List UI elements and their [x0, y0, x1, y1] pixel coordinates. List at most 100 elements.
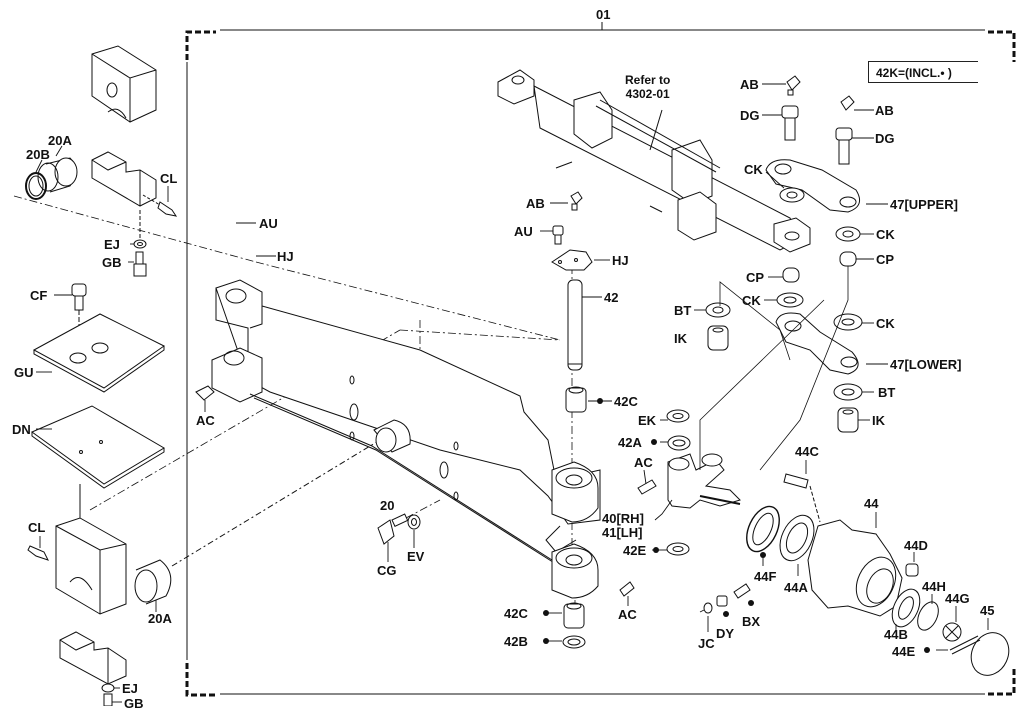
axle-beam: [211, 279, 601, 599]
label-20A-bottom[interactable]: 20A: [148, 611, 172, 626]
label-42C-top[interactable]: 42C: [614, 394, 638, 409]
label-CK-1[interactable]: CK: [744, 162, 763, 177]
label-JC[interactable]: JC: [698, 636, 715, 651]
label-GB-top[interactable]: GB: [102, 255, 122, 270]
label-CK-4[interactable]: CK: [876, 316, 895, 331]
label-AB-r2[interactable]: AB: [875, 103, 894, 118]
label-CL-top[interactable]: CL: [160, 171, 178, 186]
label-BT-1[interactable]: BT: [674, 303, 692, 318]
nut-IK-2: [837, 407, 859, 433]
reference-line-2[interactable]: 4302-01: [625, 87, 670, 101]
kit-bullet-44E[interactable]: [924, 647, 930, 653]
bolt-GB-bottom: [103, 693, 113, 706]
washer-EV: [407, 514, 421, 530]
label-20B[interactable]: 20B: [26, 147, 50, 162]
label-IK-1[interactable]: IK: [674, 331, 687, 346]
arm-phantom-lines: [699, 266, 849, 471]
label-EJ-bottom[interactable]: EJ: [122, 681, 138, 696]
label-45[interactable]: 45: [980, 603, 995, 618]
kit-bullet-42C-top[interactable]: [597, 398, 603, 404]
kit-bullet-DY[interactable]: [723, 611, 729, 617]
kit-bullet-BX[interactable]: [748, 600, 754, 606]
label-40-RH[interactable]: 40[RH]: [602, 511, 644, 526]
label-42[interactable]: 42: [604, 290, 619, 305]
label-44D[interactable]: 44D: [904, 538, 928, 553]
kit-bullet-42C-bottom[interactable]: [543, 610, 549, 616]
label-CP-1[interactable]: CP: [746, 270, 765, 285]
label-HJ-mid[interactable]: HJ: [612, 253, 629, 268]
kit-bullets[interactable]: [543, 398, 930, 653]
leader-lines: [35, 83, 989, 703]
label-CL-bottom[interactable]: CL: [28, 520, 46, 535]
label-HJ-left[interactable]: HJ: [277, 249, 294, 264]
mount-block-upper: [91, 45, 157, 123]
bolt-GB-top: [133, 210, 147, 277]
label-CK-2[interactable]: CK: [876, 227, 895, 242]
bushing-42C-bottom: [563, 602, 585, 629]
label-44A[interactable]: 44A: [784, 580, 808, 595]
washer-CK-1: [779, 187, 805, 203]
label-BX[interactable]: BX: [742, 614, 761, 629]
label-47-upper[interactable]: 47[UPPER]: [890, 197, 958, 212]
kit-bullet-42E[interactable]: [653, 547, 659, 553]
label-44G[interactable]: 44G: [945, 591, 970, 606]
label-42C-bottom[interactable]: 42C: [504, 606, 528, 621]
label-DN[interactable]: DN: [12, 422, 31, 437]
bolt-CG: [377, 513, 409, 545]
label-42A[interactable]: 42A: [618, 435, 642, 450]
label-CF[interactable]: CF: [30, 288, 48, 303]
group-frame: [185, 22, 1016, 697]
steering-knuckle: [667, 453, 741, 509]
reference-note[interactable]: Refer to 4302-01: [625, 73, 670, 101]
cap-CP-1: [782, 267, 800, 283]
kingpin-42: [567, 279, 583, 371]
label-DG-r2[interactable]: DG: [875, 131, 895, 146]
label-AC-low[interactable]: AC: [618, 607, 637, 622]
label-EK[interactable]: EK: [638, 413, 657, 428]
label-AU-mid[interactable]: AU: [514, 224, 533, 239]
cotter-pin-44E: [949, 635, 981, 655]
kit-bullet-42B[interactable]: [543, 638, 549, 644]
group-label: 01: [596, 7, 611, 22]
label-DG-r1[interactable]: DG: [740, 108, 760, 123]
washer-BT-2: [833, 383, 863, 401]
hub-44: [807, 519, 903, 617]
label-44H[interactable]: 44H: [922, 579, 946, 594]
label-44B[interactable]: 44B: [884, 627, 908, 642]
label-20[interactable]: 20: [380, 498, 395, 513]
label-CK-3[interactable]: CK: [742, 293, 761, 308]
label-EV[interactable]: EV: [407, 549, 425, 564]
label-AB-r1[interactable]: AB: [740, 77, 759, 92]
label-44F[interactable]: 44F: [754, 569, 777, 584]
label-AC-left[interactable]: AC: [196, 413, 215, 428]
label-IK-2[interactable]: IK: [872, 413, 885, 428]
nut-IK-1: [707, 325, 729, 351]
washer-EK: [666, 409, 690, 423]
label-AC-mid[interactable]: AC: [634, 455, 653, 470]
label-44[interactable]: 44: [864, 496, 879, 511]
label-CG[interactable]: CG: [377, 563, 397, 578]
label-CP-2[interactable]: CP: [876, 252, 895, 267]
cap-45: [970, 632, 1010, 676]
label-GU[interactable]: GU: [14, 365, 34, 380]
label-AB-mid[interactable]: AB: [526, 196, 545, 211]
fitting-DG-r2: [835, 127, 853, 165]
label-47-lower[interactable]: 47[LOWER]: [890, 357, 962, 372]
label-42E[interactable]: 42E: [623, 543, 647, 558]
label-44C[interactable]: 44C: [795, 444, 819, 459]
bushing-20A-top: [25, 157, 78, 200]
label-44E[interactable]: 44E: [892, 644, 916, 659]
label-EJ-top[interactable]: EJ: [104, 237, 120, 252]
kit-bullet-42A[interactable]: [651, 439, 657, 445]
label-41-LH[interactable]: 41[LH]: [602, 525, 643, 540]
label-BT-2[interactable]: BT: [878, 385, 896, 400]
mount-block-lower: [55, 517, 127, 615]
label-AU-left[interactable]: AU: [259, 216, 278, 231]
stud-44C: [783, 473, 821, 523]
kit-bullet-44F[interactable]: [760, 552, 766, 558]
label-42B[interactable]: 42B: [504, 634, 528, 649]
label-20A-top[interactable]: 20A: [48, 133, 72, 148]
label-DY[interactable]: DY: [716, 626, 735, 641]
label-GB-bottom[interactable]: GB: [124, 696, 144, 711]
